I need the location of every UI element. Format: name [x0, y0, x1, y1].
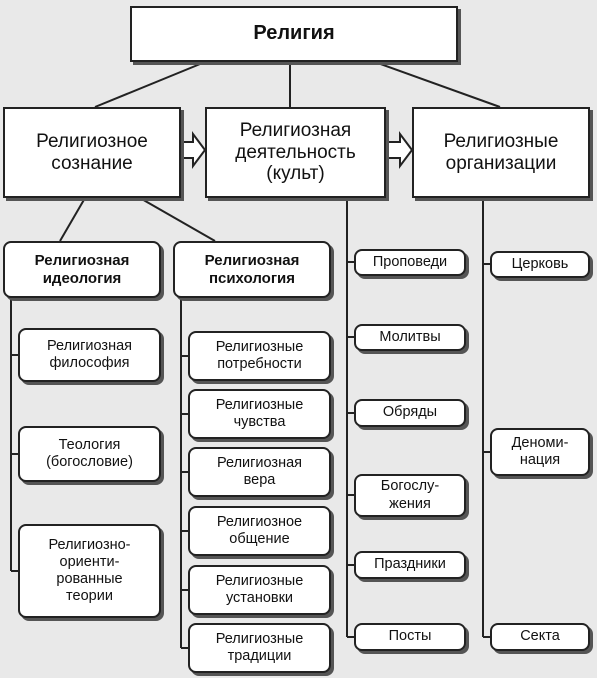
box-religious-organizations: Религиозные организации [412, 107, 590, 198]
box-church: Церковь [490, 251, 590, 278]
box-rites: Обряды [354, 399, 466, 427]
box-religion-oriented-theories: Религиозно- ориенти- рованные теории [18, 524, 161, 618]
box-religious-activity: Религиозная деятельность (культ) [205, 107, 386, 198]
box-religious-ideology: Религиозная идеология [3, 241, 161, 298]
box-prayers: Молитвы [354, 324, 466, 351]
box-religious-needs: Религиозные потребности [188, 331, 331, 381]
arrow-consciousness-activity [180, 131, 207, 169]
box-religious-faith: Религиозная вера [188, 447, 331, 497]
box-denomination: Деноми- нация [490, 428, 590, 476]
box-religious-traditions: Религиозные традиции [188, 623, 331, 673]
box-theology: Теология (богословие) [18, 426, 161, 482]
box-fasts: Посты [354, 623, 466, 651]
connector-consciousness-psychology [139, 197, 216, 242]
box-religious-philosophy: Религиозная философия [18, 328, 161, 382]
connector-root-consciousness [94, 61, 206, 108]
box-religious-psychology: Религиозная психология [173, 241, 331, 298]
connector-consciousness-ideology [59, 197, 86, 242]
box-services: Богослу- жения [354, 474, 466, 517]
box-religious-consciousness: Религиозное сознание [3, 107, 181, 198]
box-sermons: Проповеди [354, 249, 466, 276]
box-religious-communication: Религиозное общение [188, 506, 331, 556]
arrow-activity-organizations [385, 131, 414, 169]
box-sect: Секта [490, 623, 590, 651]
connector-root-organizations [374, 61, 501, 108]
box-religious-attitudes: Религиозные установки [188, 565, 331, 615]
box-religious-feelings: Религиозные чувства [188, 389, 331, 439]
box-religion: Религия [130, 6, 458, 62]
box-holidays: Праздники [354, 551, 466, 579]
